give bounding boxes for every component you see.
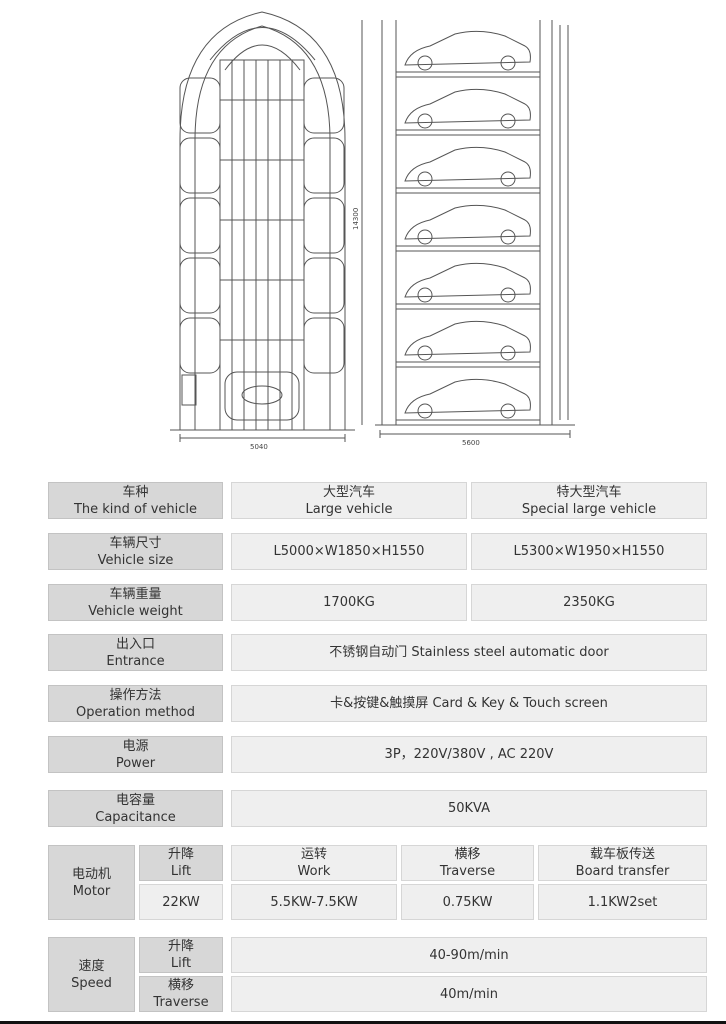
right-width-dim: 5600 [462, 439, 480, 447]
size-special: L5300×W1950×H1550 [471, 533, 707, 570]
capacitance-value: 50KVA [231, 790, 707, 827]
left-width-dim: 5040 [250, 443, 268, 451]
weight-large: 1700KG [231, 584, 467, 621]
motor-traverse-value: 0.75KW [401, 884, 534, 920]
power-value: 3P，220V/380V , AC 220V [231, 736, 707, 773]
front-elevation [170, 11, 355, 442]
motor-board-value: 1.1KW2set [538, 884, 707, 920]
operation-value: 卡&按键&触摸屏 Card & Key & Touch screen [231, 685, 707, 722]
side-elevation [361, 20, 575, 438]
bottom-rule [0, 1021, 726, 1024]
size-large: L5000×W1850×H1550 [231, 533, 467, 570]
motor-work-value: 5.5KW-7.5KW [231, 884, 397, 920]
speed-traverse-value: 40m/min [231, 976, 707, 1012]
motor-lift-value: 22KW [139, 884, 223, 920]
entrance-value: 不锈钢自动门 Stainless steel automatic door [231, 634, 707, 671]
speed-lift-value: 40-90m/min [231, 937, 707, 973]
parking-tower-drawing: 5040 5600 14300 [170, 11, 575, 451]
height-dim: 14300 [352, 208, 360, 230]
weight-special: 2350KG [471, 584, 707, 621]
